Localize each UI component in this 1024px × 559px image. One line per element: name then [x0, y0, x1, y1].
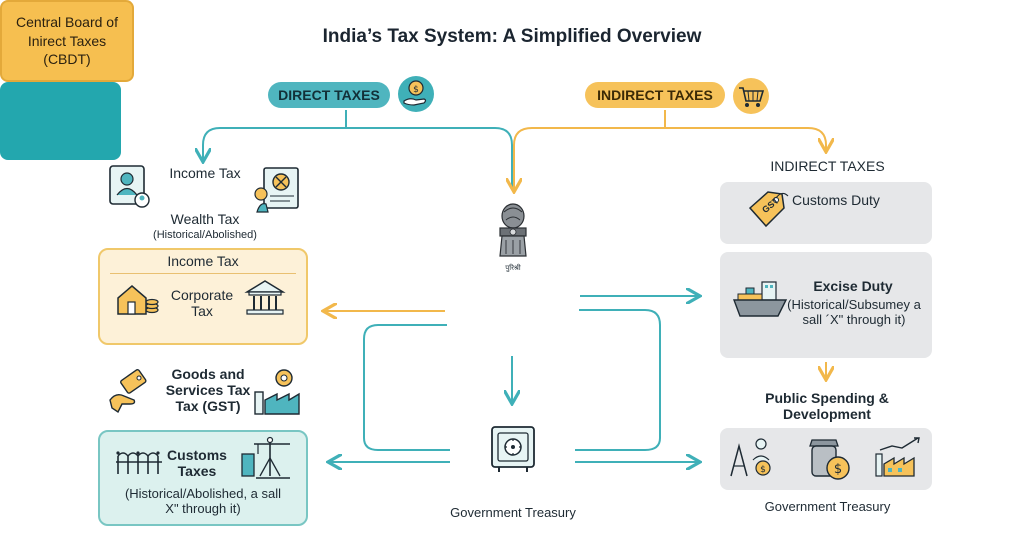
certificate-icon [254, 167, 299, 213]
income-tax-box: Income Tax Corporate Tax [98, 248, 308, 345]
treasury-box [0, 82, 121, 160]
indirect-taxes-label: INDIRECT TAXES [585, 82, 725, 108]
crane-icon [241, 436, 290, 479]
cbdt-left-loop [363, 324, 450, 451]
bridge-icon [116, 451, 162, 474]
wealth-tax-item: Wealth Tax [170, 211, 240, 227]
hand-tag-icon [109, 369, 147, 414]
emblem-caption: पुरिश्री [505, 264, 521, 272]
direct-to-left-connector [203, 110, 347, 160]
indirect-taxes-header: INDIRECT TAXES [770, 158, 885, 174]
price-tag-icon: GST [748, 191, 789, 228]
excise-duty-title: Excise Duty [813, 278, 893, 294]
customs-taxes-note: (Historical/Abolished, a sall X" through… [124, 486, 282, 516]
coin-jar-icon: $ [809, 439, 850, 480]
indirect-to-center-connector [514, 110, 666, 190]
direct-to-center-connector [346, 127, 513, 190]
income-tax-item: Income Tax [169, 165, 241, 181]
public-spending-label: Public Spending & Development [765, 390, 889, 423]
customs-duty-label: Customs Duty [792, 192, 880, 208]
house-coins-icon [117, 285, 159, 315]
id-card-icon [109, 165, 150, 208]
infrastructure-icon: $ [730, 438, 771, 477]
gst-item: Goods and Services Tax Tax (GST) [165, 366, 251, 415]
customs-taxes-item: Customs Taxes [167, 447, 227, 480]
direct-taxes-label: DIRECT TAXES [268, 82, 390, 108]
excise-duty-note: (Historical/Subsumey a sall ´X" through … [787, 297, 921, 327]
svg-text:$: $ [760, 465, 766, 475]
national-emblem-icon [499, 203, 527, 257]
industry-growth-icon [875, 437, 920, 477]
cbdt-right-loop [575, 309, 661, 451]
safe-icon [491, 426, 535, 472]
shopping-cart-icon [733, 78, 769, 114]
treasury-caption: Government Treasury [450, 505, 576, 520]
money-hand-icon: $ [398, 76, 434, 112]
page-title: India’s Tax System: A Simplified Overvie… [322, 26, 702, 47]
svg-text:$: $ [413, 85, 419, 95]
indirect-to-right-connector [665, 127, 826, 150]
bank-building-icon [244, 280, 286, 315]
header-divider [110, 273, 296, 274]
right-treasury-caption: Government Treasury [764, 499, 891, 514]
cbdt-box: Central Board of Inirect Taxes (CBDT) [0, 0, 134, 82]
factory-icon [254, 369, 300, 415]
wealth-tax-note: (Historical/Abolished) [153, 229, 257, 241]
cbdt-label: Central Board of Inirect Taxes (CBDT) [16, 13, 118, 68]
svg-text:$: $ [834, 462, 842, 477]
income-tax-box-header: Income Tax [167, 253, 239, 269]
customs-taxes-box: Customs Taxes (Historical/Abolished, a s… [98, 430, 308, 526]
ship-icon [732, 281, 788, 317]
corporate-tax-item: Corporate Tax [170, 287, 234, 320]
